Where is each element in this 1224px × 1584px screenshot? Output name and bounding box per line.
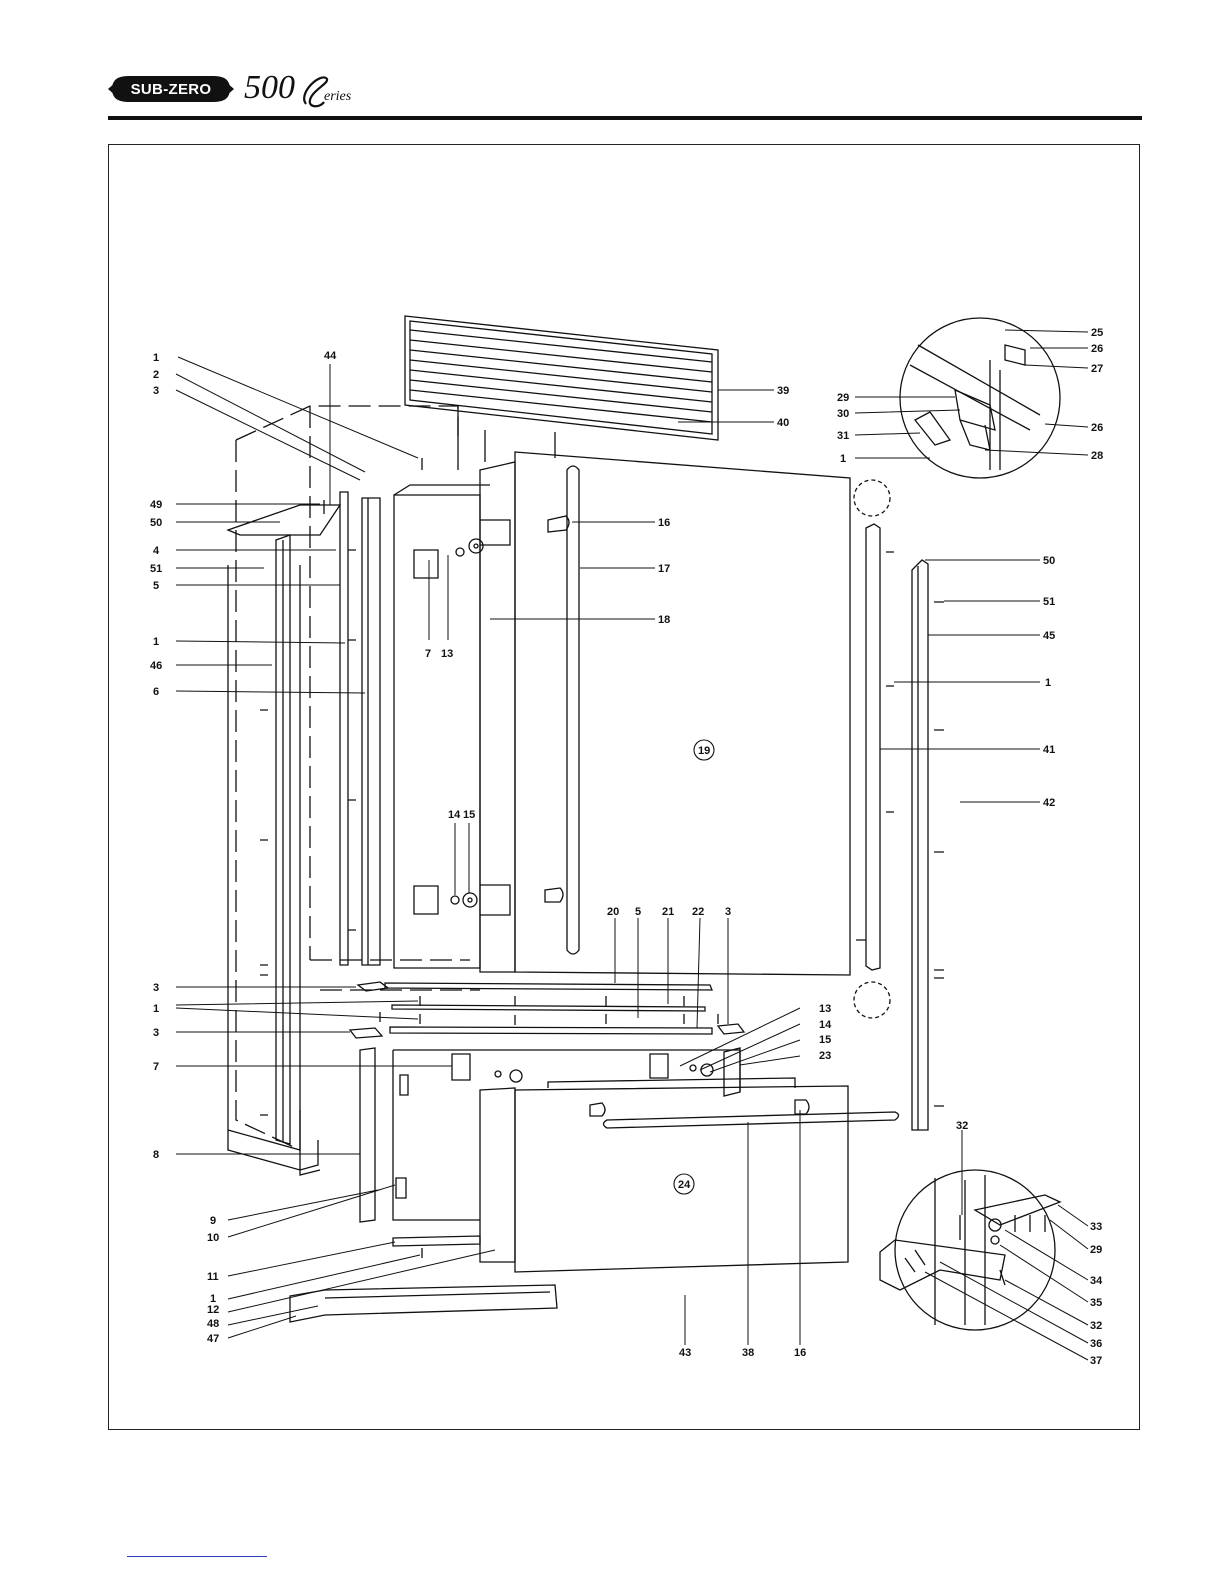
- callout-31: 31: [837, 430, 849, 442]
- callout-17: 17: [658, 563, 670, 575]
- callout-40: 40: [777, 417, 789, 429]
- callout-33: 33: [1090, 1221, 1102, 1233]
- callout-28: 28: [1091, 450, 1103, 462]
- callout-42: 42: [1043, 797, 1055, 809]
- callout-30: 30: [837, 408, 849, 420]
- callout-35: 35: [1090, 1297, 1102, 1309]
- callout-2: 2: [153, 369, 159, 381]
- callout-15: 15: [819, 1034, 831, 1046]
- callout-41: 41: [1043, 744, 1055, 756]
- callout-32: 32: [1090, 1320, 1102, 1332]
- callout-1: 1: [1045, 677, 1051, 689]
- callout-51: 51: [1043, 596, 1055, 608]
- callout-23: 23: [819, 1050, 831, 1062]
- callout-36: 36: [1090, 1338, 1102, 1350]
- callout-16: 16: [794, 1347, 806, 1359]
- callout-9: 9: [210, 1215, 216, 1227]
- callout-37: 37: [1090, 1355, 1102, 1367]
- callout-3: 3: [725, 906, 731, 918]
- callout-11: 11: [207, 1271, 219, 1283]
- callout-5: 5: [153, 580, 159, 592]
- callout-21: 21: [662, 906, 674, 918]
- footer-link-underline: [127, 1556, 267, 1557]
- callout-26: 26: [1091, 422, 1103, 434]
- callout-15: 15: [463, 809, 475, 821]
- callout-38: 38: [742, 1347, 754, 1359]
- callout-13: 13: [441, 648, 453, 660]
- callout-3: 3: [153, 1027, 159, 1039]
- callout-27: 27: [1091, 363, 1103, 375]
- callout-49: 49: [150, 499, 162, 511]
- callout-46: 46: [150, 660, 162, 672]
- callout-1: 1: [153, 1003, 159, 1015]
- callout-18: 18: [658, 614, 670, 626]
- callout-39: 39: [777, 385, 789, 397]
- callout-24: 24: [678, 1179, 691, 1191]
- callout-26: 26: [1091, 343, 1103, 355]
- callout-3: 3: [153, 385, 159, 397]
- callout-10: 10: [207, 1232, 219, 1244]
- callout-51: 51: [150, 563, 162, 575]
- callout-20: 20: [607, 906, 619, 918]
- callout-25: 25: [1091, 327, 1103, 339]
- callout-50: 50: [150, 517, 162, 529]
- callout-47: 47: [207, 1333, 219, 1345]
- callout-1: 1: [840, 453, 846, 465]
- callout-1: 1: [153, 636, 159, 648]
- callout-8: 8: [153, 1149, 159, 1161]
- callout-43: 43: [679, 1347, 691, 1359]
- callout-6: 6: [153, 686, 159, 698]
- callout-1: 1: [153, 352, 159, 364]
- callout-29: 29: [1090, 1244, 1102, 1256]
- callout-14: 14: [448, 809, 461, 821]
- callout-50: 50: [1043, 555, 1055, 567]
- callout-7: 7: [153, 1061, 159, 1073]
- callout-16: 16: [658, 517, 670, 529]
- callout-48: 48: [207, 1318, 219, 1330]
- callout-7: 7: [425, 648, 431, 660]
- callout-3: 3: [153, 982, 159, 994]
- callout-44: 44: [324, 350, 337, 362]
- callout-45: 45: [1043, 630, 1055, 642]
- callout-19: 19: [698, 745, 710, 757]
- callout-34: 34: [1090, 1275, 1103, 1287]
- callout-13: 13: [819, 1003, 831, 1015]
- callout-32: 32: [956, 1120, 968, 1132]
- callout-5: 5: [635, 906, 641, 918]
- callout-29: 29: [837, 392, 849, 404]
- callout-22: 22: [692, 906, 704, 918]
- callout-4: 4: [153, 545, 160, 557]
- callout-14: 14: [819, 1019, 832, 1031]
- callout-12: 12: [207, 1304, 219, 1316]
